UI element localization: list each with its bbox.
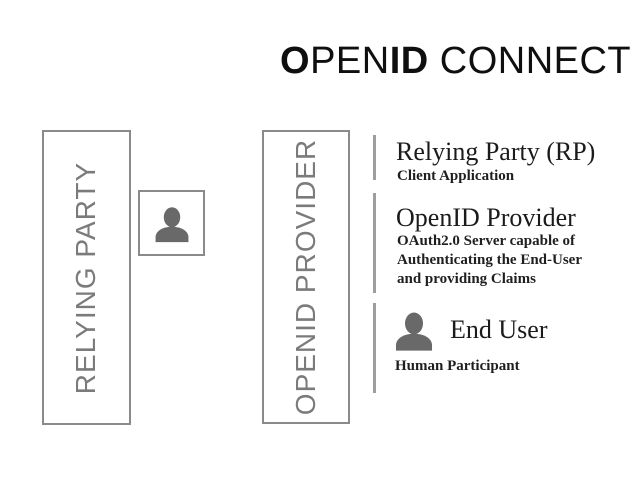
openid-provider-box-label: OPENID PROVIDER [290,138,322,416]
legend-heading-openid-provider: OpenID Provider [396,203,576,232]
title-segment: ID [389,40,429,82]
legend-heading-relying-party: Relying Party (RP) [396,137,596,166]
divider-bar [373,135,376,180]
legend-description-openid-provider: OAuth2.0 Server capable of Authenticatin… [397,232,582,289]
description-line: OAuth2.0 Server capable of [397,233,576,249]
divider-bar [373,303,376,393]
title-segment: O [280,40,311,82]
title-segment: CONNECT [428,40,632,82]
legend-description-end-user: Human Participant [395,358,520,374]
description-line: Authenticating the End-User [397,252,583,268]
openid-provider-box: OPENID PROVIDER [262,130,350,424]
description-line: and providing Claims [397,271,536,287]
person-icon [155,207,188,243]
title-segment: PEN [310,40,390,82]
legend-description-relying-party: Client Application [397,168,515,184]
divider-bar [373,193,376,293]
legend-heading-end-user: End User [450,315,548,344]
end-user-person-icon [391,308,437,358]
page-title: OPENID CONNECT [280,40,631,83]
relying-party-box-label: RELYING PARTY [70,161,102,394]
user-card [138,190,205,256]
relying-party-box: RELYING PARTY [42,130,131,425]
